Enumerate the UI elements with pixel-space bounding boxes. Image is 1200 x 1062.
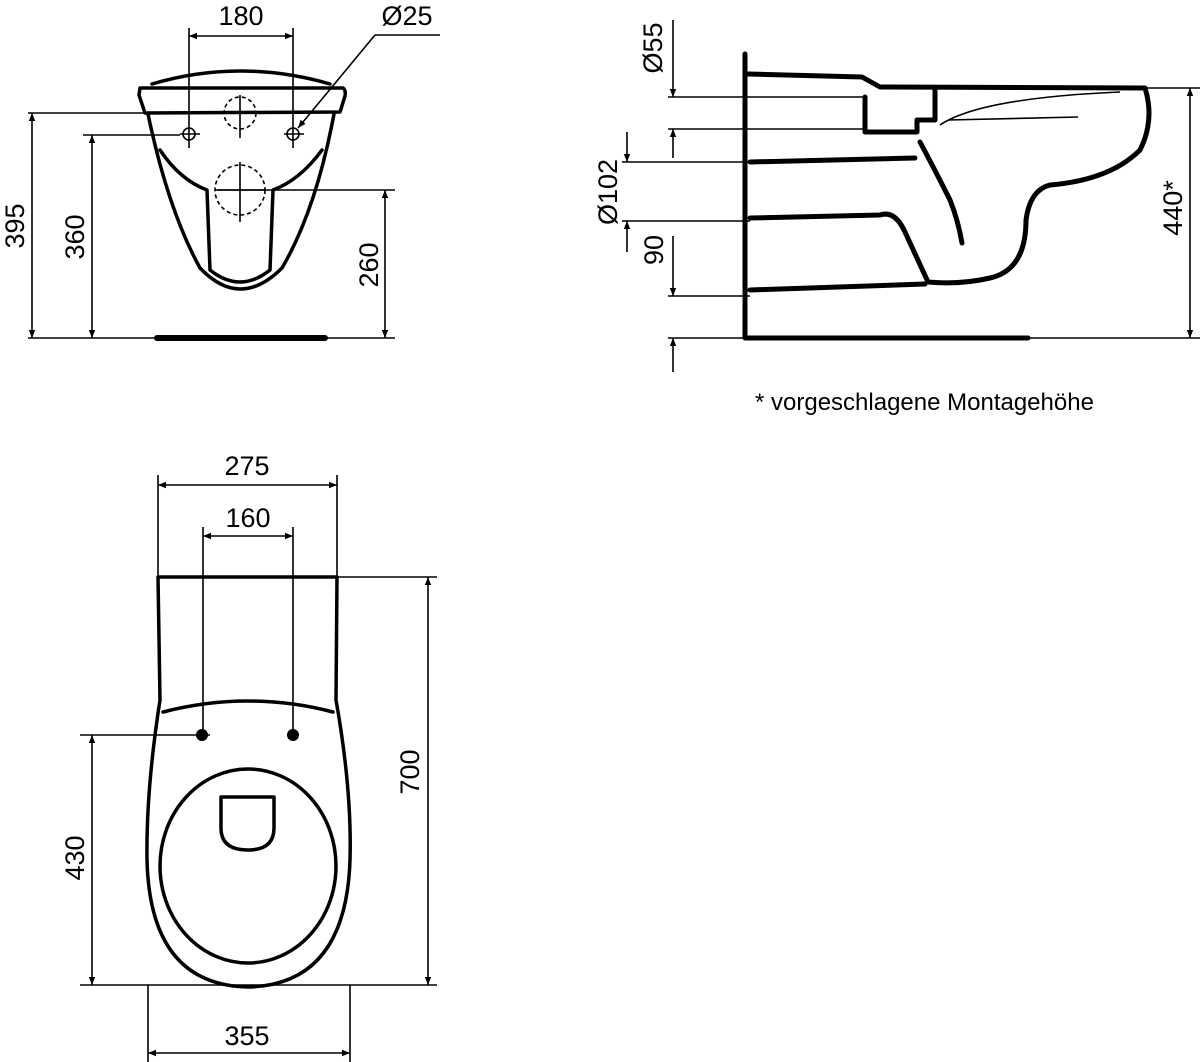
dim-260: 260	[354, 242, 384, 287]
dim-d102: Ø102	[593, 159, 623, 225]
water-surface	[939, 91, 1121, 126]
seat-edge	[161, 699, 335, 714]
dim-90: 90	[639, 235, 669, 265]
bowl-outlet	[219, 795, 276, 852]
outlet-upper	[747, 155, 918, 165]
inlet-pipe	[862, 85, 938, 135]
trap-wall	[917, 139, 965, 246]
dim-d55: Ø55	[638, 22, 668, 73]
seat-opening	[158, 767, 338, 965]
bowl-inner	[158, 148, 324, 284]
outline	[145, 575, 352, 989]
front-view: 180 Ø25 395 360 260	[0, 1, 440, 341]
side-view: Ø55 Ø102 90 440* * vorgeschlagene Montag…	[593, 20, 1200, 416]
footnote: * vorgeschlagene Montagehöhe	[755, 389, 1094, 416]
upper-body	[745, 71, 1152, 286]
dim-160: 160	[225, 503, 270, 533]
dim-440: 440*	[1158, 180, 1188, 236]
dim-355: 355	[224, 1021, 269, 1051]
bowl-outer	[146, 112, 336, 291]
top-view: 275 160 700 430 355	[60, 451, 437, 1062]
dim-180: 180	[218, 1, 263, 31]
rim-top-arc	[150, 69, 332, 86]
dim-275: 275	[224, 451, 269, 481]
base-line	[747, 281, 928, 293]
dim-700: 700	[395, 749, 425, 794]
dim-d25: Ø25	[381, 1, 432, 31]
dim-430: 430	[60, 835, 90, 880]
dim-395: 395	[0, 203, 30, 248]
dim-360: 360	[60, 214, 90, 259]
